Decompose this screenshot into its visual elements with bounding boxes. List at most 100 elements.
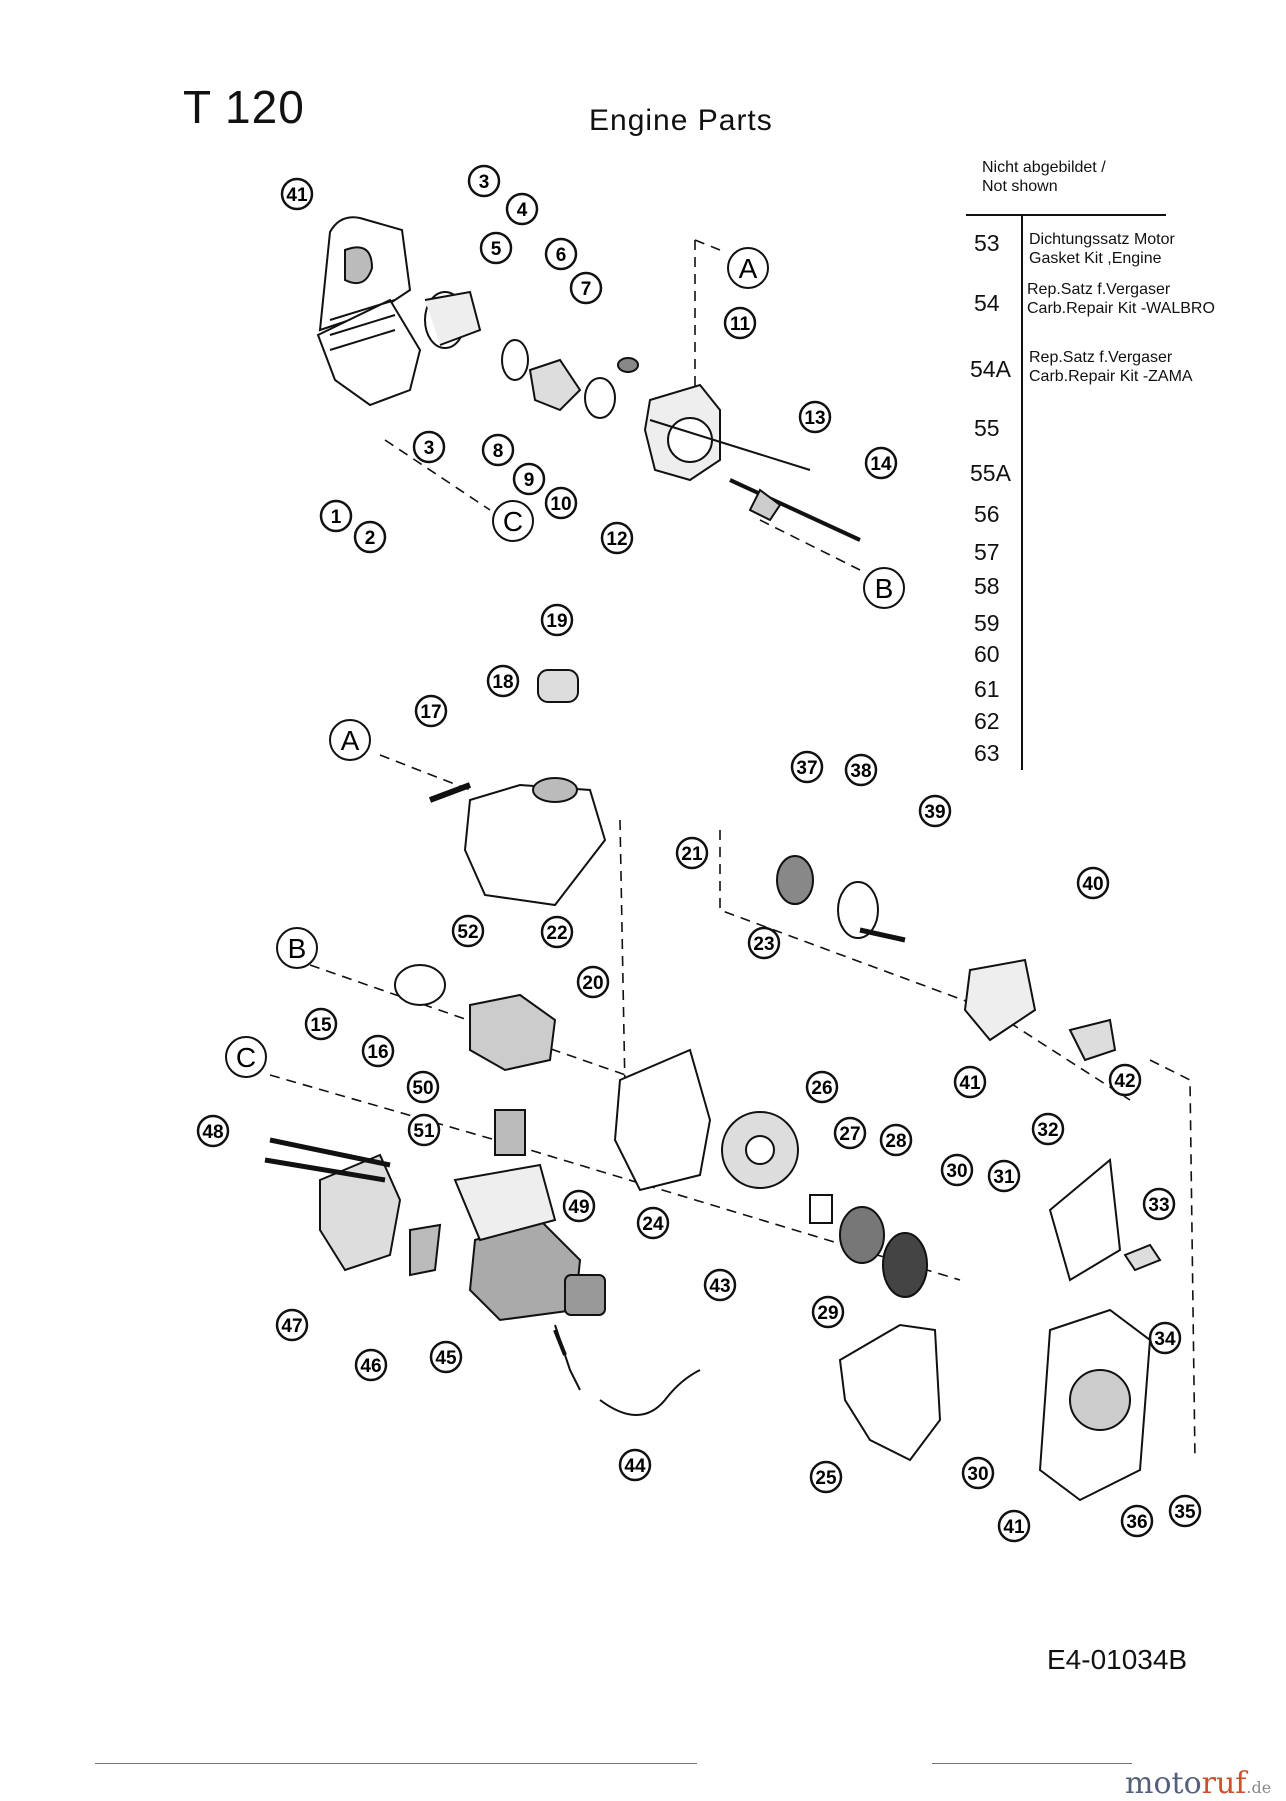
callout-label: 50 [412, 1078, 433, 1099]
callout-3: 3 [412, 430, 446, 464]
callout-42: 42 [1108, 1063, 1142, 1097]
callout-bubble [1120, 1504, 1154, 1538]
callout-bubble [280, 177, 314, 211]
callout-label: 9 [524, 470, 535, 491]
callout-33: 33 [1142, 1187, 1176, 1221]
callout-label: 41 [959, 1073, 981, 1094]
part-number: 58 [974, 573, 1000, 599]
callout-label: 49 [568, 1197, 589, 1218]
cylinder-drawing [394, 964, 606, 1356]
callout-bubble [481, 433, 515, 467]
callout-label: 19 [546, 611, 567, 632]
not-shown-line: Nicht abgebildet / [982, 159, 1106, 176]
callout-41: 41 [280, 177, 314, 211]
callout-label: 41 [1003, 1517, 1025, 1538]
parts-table-divider [1021, 214, 1023, 770]
callout-label: 3 [479, 172, 490, 193]
callout-label: 2 [365, 528, 376, 549]
callout-7: 7 [569, 271, 603, 305]
callout-label: 25 [815, 1468, 837, 1489]
callout-bubble [1148, 1321, 1182, 1355]
callout-label: 47 [281, 1316, 302, 1337]
callout-label: 48 [202, 1122, 223, 1143]
callout-bubble [618, 1448, 652, 1482]
callout-bubble [486, 664, 520, 698]
callout-22: 22 [540, 915, 574, 949]
footer-rule [932, 1763, 1132, 1764]
callout-bubble [451, 914, 485, 948]
callout-bubble [1168, 1494, 1202, 1528]
callout-13: 13 [798, 400, 832, 434]
callout-bubble [961, 1456, 995, 1490]
page-title: T 120 [183, 81, 305, 133]
callout-label: 8 [493, 441, 504, 462]
callout-bubble [412, 430, 446, 464]
callout-bubble [636, 1206, 670, 1240]
callout-bubble [790, 750, 824, 784]
callout-label: 30 [946, 1161, 967, 1182]
callout-35: 35 [1168, 1494, 1202, 1528]
callout-label: 26 [811, 1078, 832, 1099]
callout-label: 51 [413, 1121, 435, 1142]
callout-bubble [879, 1123, 913, 1157]
part-description: Rep.Satz f.Vergaser Carb.Repair Kit -WAL… [1027, 280, 1215, 318]
callout-label: 39 [924, 802, 945, 823]
callout-50: 50 [406, 1070, 440, 1104]
callout-bubble [505, 192, 539, 226]
part-number: 54 [974, 290, 1000, 316]
callout-label: 3 [424, 438, 435, 459]
callout-label: 11 [730, 314, 751, 335]
callout-label: 32 [1037, 1120, 1058, 1141]
watermark: motoruf.de [1125, 1766, 1271, 1801]
reference-letter-a: A [329, 719, 371, 761]
callout-label: 22 [546, 923, 567, 944]
callout-52: 52 [451, 914, 485, 948]
callout-label: 30 [967, 1464, 988, 1485]
parts-table-top-rule [966, 214, 1166, 216]
callout-bubble [844, 753, 878, 787]
callout-1: 1 [319, 499, 353, 533]
callout-label: 24 [642, 1214, 664, 1235]
carburetor-drawing [501, 339, 616, 419]
part-description: Dichtungssatz Motor Gasket Kit ,Engine [1029, 230, 1175, 268]
callout-21: 21 [675, 836, 709, 870]
reference-letter-c: C [492, 500, 534, 542]
callout-label: 14 [870, 454, 892, 475]
callout-bubble [675, 836, 709, 870]
part-number: 55 [974, 415, 1000, 441]
callout-48: 48 [196, 1114, 230, 1148]
callout-5: 5 [479, 231, 513, 265]
callout-3: 3 [467, 164, 501, 198]
not-shown-heading: Nicht abgebildet / Not shown [982, 158, 1106, 196]
callout-bubble [479, 231, 513, 265]
callout-label: 44 [624, 1456, 646, 1477]
callout-51: 51 [407, 1113, 441, 1147]
callout-bubble [953, 1065, 987, 1099]
callout-25: 25 [809, 1460, 843, 1494]
callout-bubble [361, 1034, 395, 1068]
callout-bubble [1031, 1112, 1065, 1146]
callout-bubble [544, 486, 578, 520]
part-number: 53 [974, 230, 1000, 256]
callout-label: 45 [435, 1348, 457, 1369]
callout-label: 1 [331, 507, 342, 528]
reference-letters: A B C A B C [225, 247, 905, 1078]
callout-38: 38 [844, 753, 878, 787]
callout-label: 28 [885, 1131, 906, 1152]
callout-bubble [1108, 1063, 1142, 1097]
svg-text:B: B [288, 933, 307, 964]
callout-label: 43 [709, 1276, 730, 1297]
callout-label: 35 [1174, 1502, 1196, 1523]
callout-bubble [540, 603, 574, 637]
callout-label: 42 [1114, 1071, 1135, 1092]
reference-letter-a: A [727, 247, 769, 289]
callout-label: 16 [367, 1042, 388, 1063]
callout-34: 34 [1148, 1321, 1182, 1355]
part-number: 54A [970, 356, 1011, 382]
part-description-en: Gasket Kit ,Engine [1029, 250, 1162, 267]
engine-shroud-drawing [316, 216, 422, 407]
part-description-de: Rep.Satz f.Vergaser [1029, 349, 1173, 366]
callout-6: 6 [544, 237, 578, 271]
callout-4: 4 [505, 192, 539, 226]
